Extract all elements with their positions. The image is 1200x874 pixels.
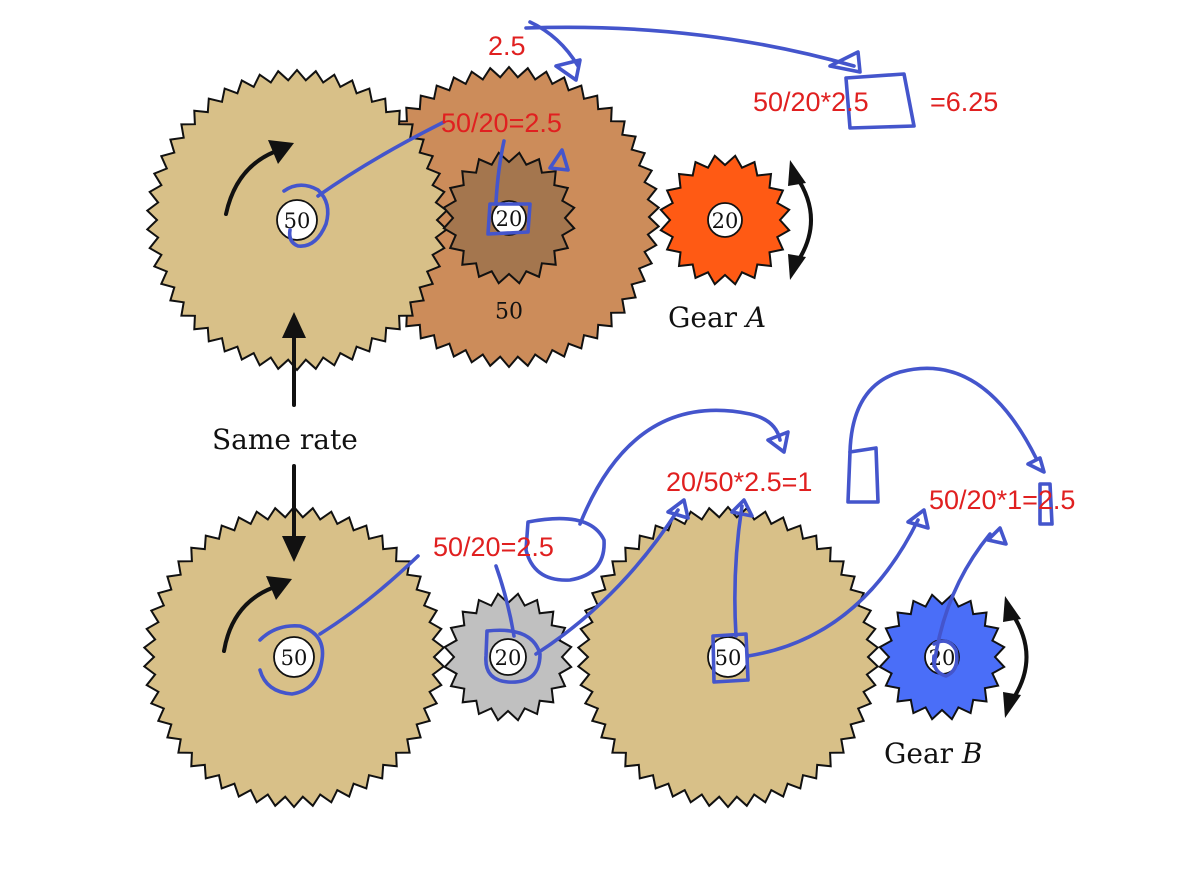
hub-bottom-middle: 50 [707,636,749,678]
rotation-arrow-icon [222,576,292,653]
copper-gear-teeth-label: 50 [495,300,523,325]
hub-top-left: 50 [276,199,318,241]
same-rate-down-arrow-icon [282,464,306,562]
hub-bottom-left: 50 [273,636,315,678]
swing-arrow-icon [788,160,813,280]
handwritten-ink [258,20,1054,696]
note-top-input: 2.5 [488,31,526,61]
hub-bottom-grey: 20 [489,638,527,676]
note-bottom-ratio-2: 20/50*2.5=1 [666,467,812,497]
gear-b-label: Gear B [884,737,983,770]
hub-label: 20 [712,209,739,233]
note-bottom-ratio-3: 50/20*1=2.5 [929,485,1075,515]
note-top-result-right: =6.25 [930,87,998,117]
same-rate-label: Same rate [212,423,358,456]
hub-top-brown: 20 [491,200,527,236]
hub-label: 50 [281,646,308,670]
hub-label: 50 [715,646,742,670]
swing-arrow-icon [1003,596,1029,718]
note-bottom-ratio-1: 50/20=2.5 [433,532,554,562]
rotation-arrow-icon [224,140,294,216]
gear-a-label: Gear A [668,301,766,334]
note-top-result-left: 50/20*2.5 [753,87,869,117]
hub-gear-a: 20 [707,202,743,238]
hub-label: 20 [495,646,522,670]
same-rate-up-arrow-icon [282,312,306,407]
hub-label: 20 [496,207,523,231]
hub-label: 50 [284,209,311,233]
note-top-ratio: 50/20=2.5 [441,108,562,138]
